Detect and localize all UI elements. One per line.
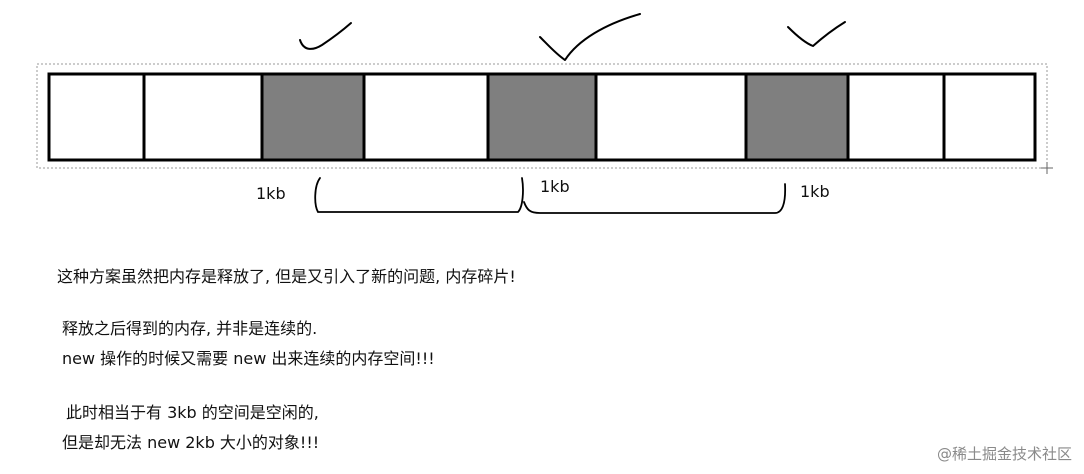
memory-block-free <box>142 72 264 162</box>
check-mark-icon <box>539 13 641 61</box>
explanation-line: 释放之后得到的内存, 并非是连续的. <box>62 319 318 338</box>
fragment-bracket <box>314 177 524 213</box>
explanation-line: new 操作的时候又需要 new 出来连续的内存空间!!! <box>62 349 435 368</box>
explanation-line: 但是却无法 new 2kb 大小的对象!!! <box>62 433 320 452</box>
memory-block-free <box>47 72 146 162</box>
fragment-label: 1kb <box>540 177 570 196</box>
check-marks <box>299 13 846 61</box>
memory-block-free <box>846 72 946 162</box>
memory-block-released <box>486 72 598 162</box>
check-mark-icon <box>299 22 352 50</box>
fragment-label: 1kb <box>256 184 286 203</box>
fragment-bracket <box>523 183 787 214</box>
memory-block-free <box>362 72 490 162</box>
selection-frame <box>36 63 1048 169</box>
memory-block-free <box>942 72 1037 162</box>
explanation-line: 这种方案虽然把内存是释放了, 但是又引入了新的问题, 内存碎片! <box>57 267 516 286</box>
memory-block-row <box>47 72 1037 162</box>
fragment-label: 1kb <box>800 182 830 201</box>
watermark: @稀土掘金技术社区 <box>936 445 1072 463</box>
memory-block-free <box>594 72 748 162</box>
check-mark-icon <box>787 21 846 47</box>
memory-block-released <box>744 72 850 162</box>
explanation-line: 此时相当于有 3kb 的空间是空闲的, <box>66 403 319 422</box>
memory-block-released <box>260 72 366 162</box>
crosshair-icon <box>1041 162 1053 174</box>
